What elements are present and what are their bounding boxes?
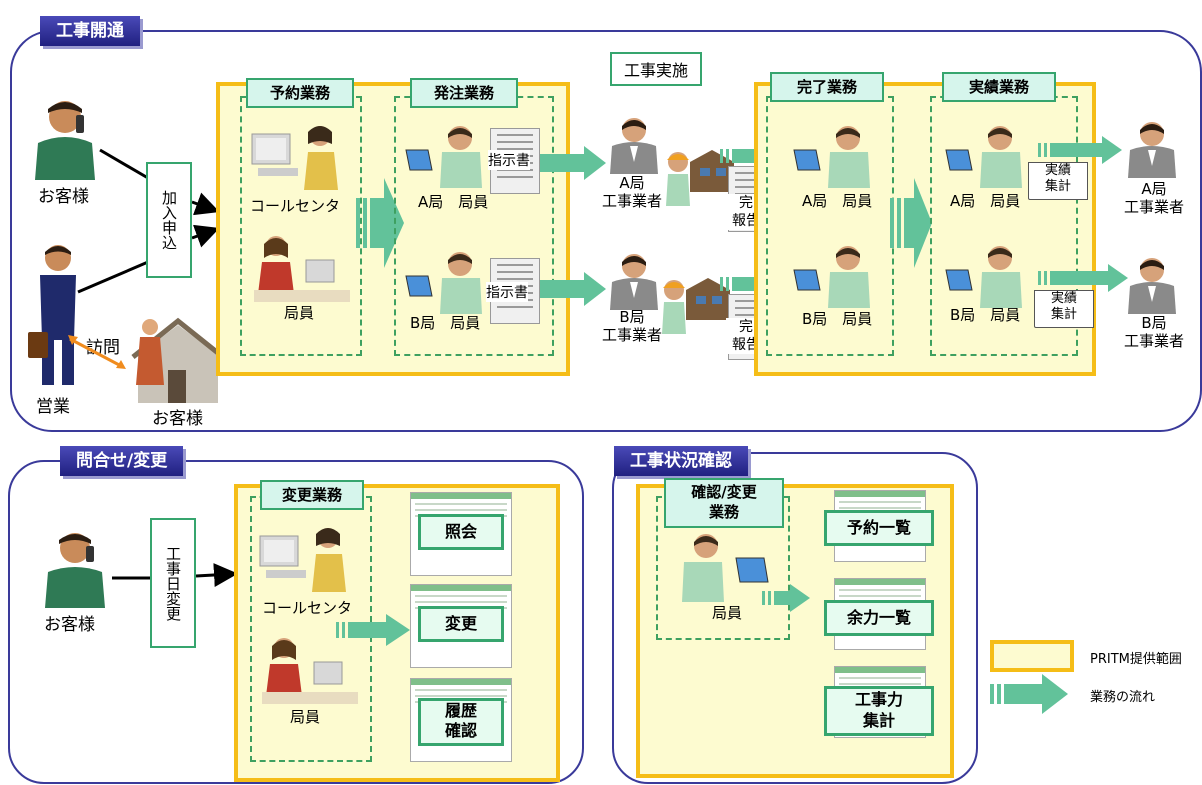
staff-laptop-jisseki-b-icon xyxy=(945,246,1022,308)
shijisho-a-label: 指示書 xyxy=(488,150,530,170)
change-request-box: 工事日変更 xyxy=(150,518,196,648)
jisseki-b-note: 実績 集計 xyxy=(1034,290,1094,328)
staff-laptop-jisseki-a-icon xyxy=(945,126,1022,188)
kojiryoku-button[interactable]: 工事力 集計 xyxy=(824,686,934,736)
worker-house-b-icon xyxy=(662,278,730,334)
henko-button[interactable]: 変更 xyxy=(418,606,504,642)
a-staff-label: A局 局員 xyxy=(418,193,489,211)
flow-arrow-jisseki-b xyxy=(1038,264,1128,292)
contractor-a2-icon xyxy=(1128,122,1176,178)
kyokuin-label-henko: 局員 xyxy=(290,708,321,726)
b-staff2-label: B局 局員 xyxy=(802,310,873,328)
customer-phone-label: お客様 xyxy=(38,187,89,207)
customer-phone-person-2-icon xyxy=(45,533,105,608)
hacchu-title: 発注業務 xyxy=(410,78,518,108)
legend-scope-label: PRITM提供範囲 xyxy=(1090,652,1182,667)
office-staff-2-icon xyxy=(262,638,358,704)
kyokuin-label-status: 局員 xyxy=(712,604,743,622)
flow-arrow-status xyxy=(762,584,810,612)
kanryo-title: 完了業務 xyxy=(770,72,884,102)
staff-laptop-status-icon xyxy=(682,534,769,602)
house-family-icon xyxy=(131,317,225,403)
b-staff-label: B局 局員 xyxy=(410,314,481,332)
customer-house-label: お客様 xyxy=(152,409,203,429)
a-staff3-label: A局 局員 xyxy=(950,192,1021,210)
flow-arrow-jisseki-a xyxy=(1038,136,1122,164)
worker-house-a-icon xyxy=(666,150,734,206)
kyokuin-label-yoyaku: 局員 xyxy=(284,304,315,322)
shijisho-b-label: 指示書 xyxy=(486,282,528,302)
yoyaku-list-button[interactable]: 予約一覧 xyxy=(824,510,934,546)
a-contractor2-label: A局 工事業者 xyxy=(1123,180,1184,216)
sales-label: 営業 xyxy=(36,397,70,417)
jisseki-a-note: 実績 集計 xyxy=(1028,162,1088,200)
staff-laptop-kanryo-b-icon xyxy=(793,246,870,308)
yoyaku-title: 予約業務 xyxy=(246,78,354,108)
staff-laptop-b-icon xyxy=(405,252,482,314)
kakunin-title: 確認/変更 業務 xyxy=(664,478,784,528)
legend-scope-swatch xyxy=(990,640,1074,672)
contractor-a-icon xyxy=(610,118,658,174)
jokyo-section-tag: 工事状況確認 xyxy=(614,446,748,476)
jisshi-title: 工事実施 xyxy=(610,52,703,86)
callcenter-label-2: コールセンタ xyxy=(262,599,353,617)
flow-arrow-kanryo-to-jisseki xyxy=(890,178,932,268)
apply-box: 加入申込 xyxy=(146,162,192,278)
henko-title: 変更業務 xyxy=(260,480,364,510)
flow-arrow-to-a-contractor xyxy=(540,146,606,180)
a-staff2-label: A局 局員 xyxy=(802,192,873,210)
flow-arrow-yoyaku-to-hacchu xyxy=(356,178,404,268)
flow-arrow-henko xyxy=(336,614,410,646)
customer-label-bottom: お客様 xyxy=(44,615,95,635)
sales-person-icon xyxy=(28,245,76,385)
a-contractor-label: A局 工事業者 xyxy=(601,174,662,210)
yoryoku-list-button[interactable]: 余力一覧 xyxy=(824,600,934,636)
callcenter-operator-icon xyxy=(251,126,338,190)
rireki-button[interactable]: 履歴 確認 xyxy=(418,698,504,746)
contractor-b-icon xyxy=(610,254,658,310)
callcenter-label: コールセンタ xyxy=(250,197,341,215)
kaitsu-section-tag: 工事開通 xyxy=(40,16,140,46)
customer-phone-person-icon xyxy=(35,101,95,180)
contractor-b2-icon xyxy=(1128,258,1176,314)
b-contractor2-label: B局 工事業者 xyxy=(1123,314,1184,350)
office-staff-icon xyxy=(254,236,350,302)
shokai-button[interactable]: 照会 xyxy=(418,514,504,550)
b-contractor-label: B局 工事業者 xyxy=(601,308,662,344)
jisseki-title: 実績業務 xyxy=(942,72,1056,102)
staff-laptop-kanryo-a-icon xyxy=(793,126,870,188)
callcenter-operator-2-icon xyxy=(259,528,346,592)
legend-flow-label: 業務の流れ xyxy=(1090,690,1156,705)
legend-flow-arrow-icon xyxy=(990,674,1068,714)
staff-laptop-a-icon xyxy=(405,126,482,188)
toiawase-section-tag: 問合せ/変更 xyxy=(60,446,184,476)
flow-arrow-to-b-contractor xyxy=(540,272,606,306)
b-staff3-label: B局 局員 xyxy=(950,306,1021,324)
visit-arrow xyxy=(68,335,126,369)
